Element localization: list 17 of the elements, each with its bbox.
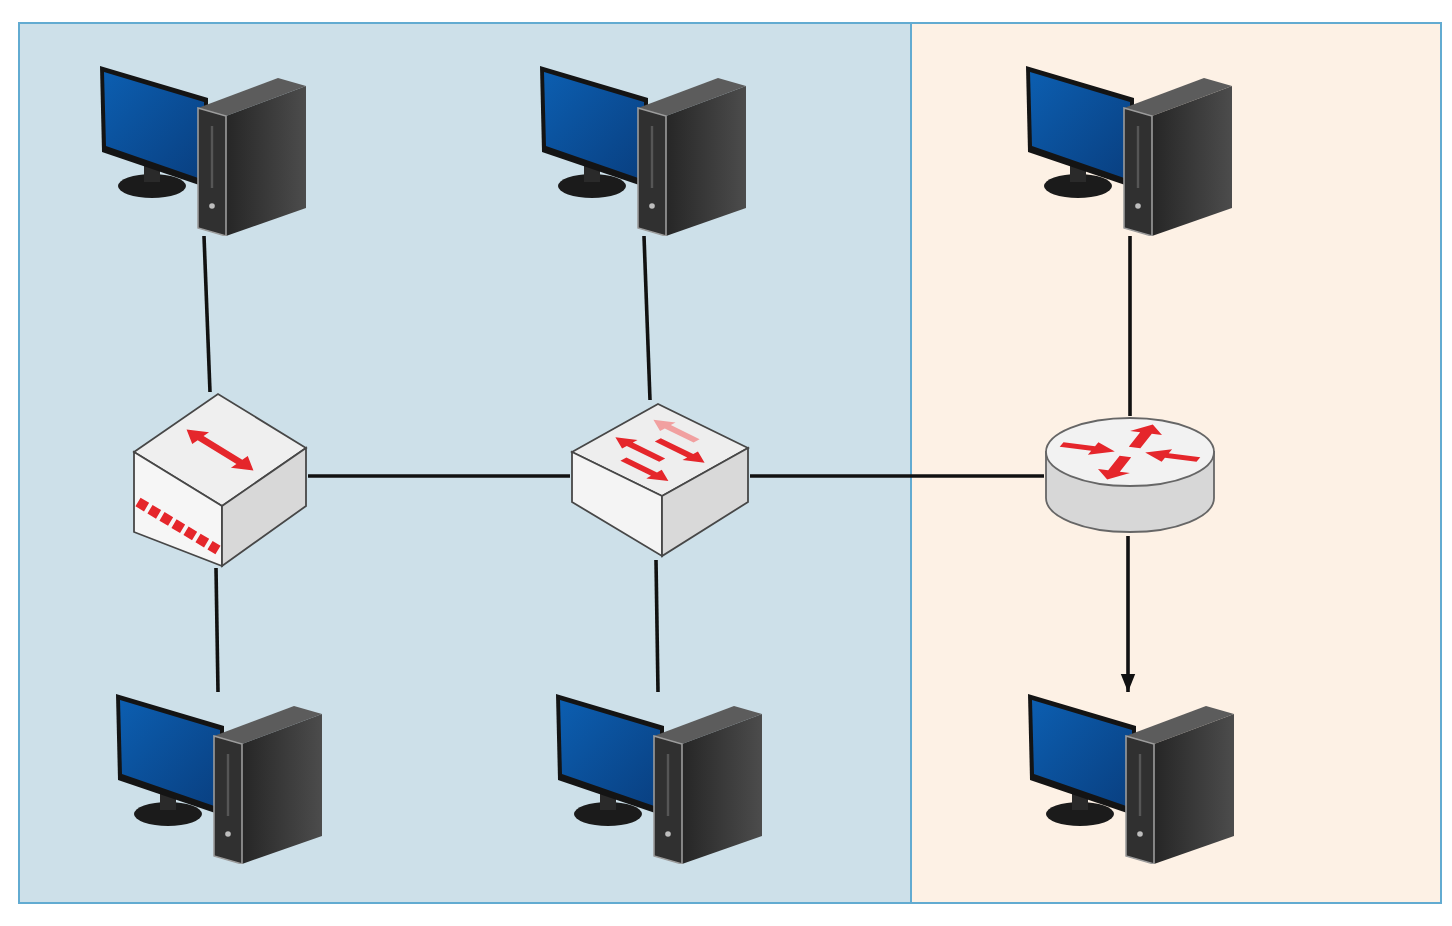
desktop-computer-icon xyxy=(1024,64,1232,236)
zone-panel xyxy=(18,22,912,904)
desktop-computer-icon xyxy=(1026,692,1234,864)
network-hub-icon xyxy=(132,392,308,568)
desktop-computer-icon xyxy=(538,64,746,236)
desktop-computer-icon xyxy=(98,64,306,236)
connector-line xyxy=(654,559,660,693)
zone-panel xyxy=(910,22,1442,904)
router-icon xyxy=(1044,416,1216,536)
arrow xyxy=(1120,536,1136,692)
connector-line xyxy=(202,235,212,393)
connector-line xyxy=(214,567,220,693)
connector-line xyxy=(642,235,652,401)
desktop-computer-icon xyxy=(554,692,762,864)
network-switch-icon xyxy=(570,400,750,560)
desktop-computer-icon xyxy=(114,692,322,864)
connector-line xyxy=(308,474,570,478)
